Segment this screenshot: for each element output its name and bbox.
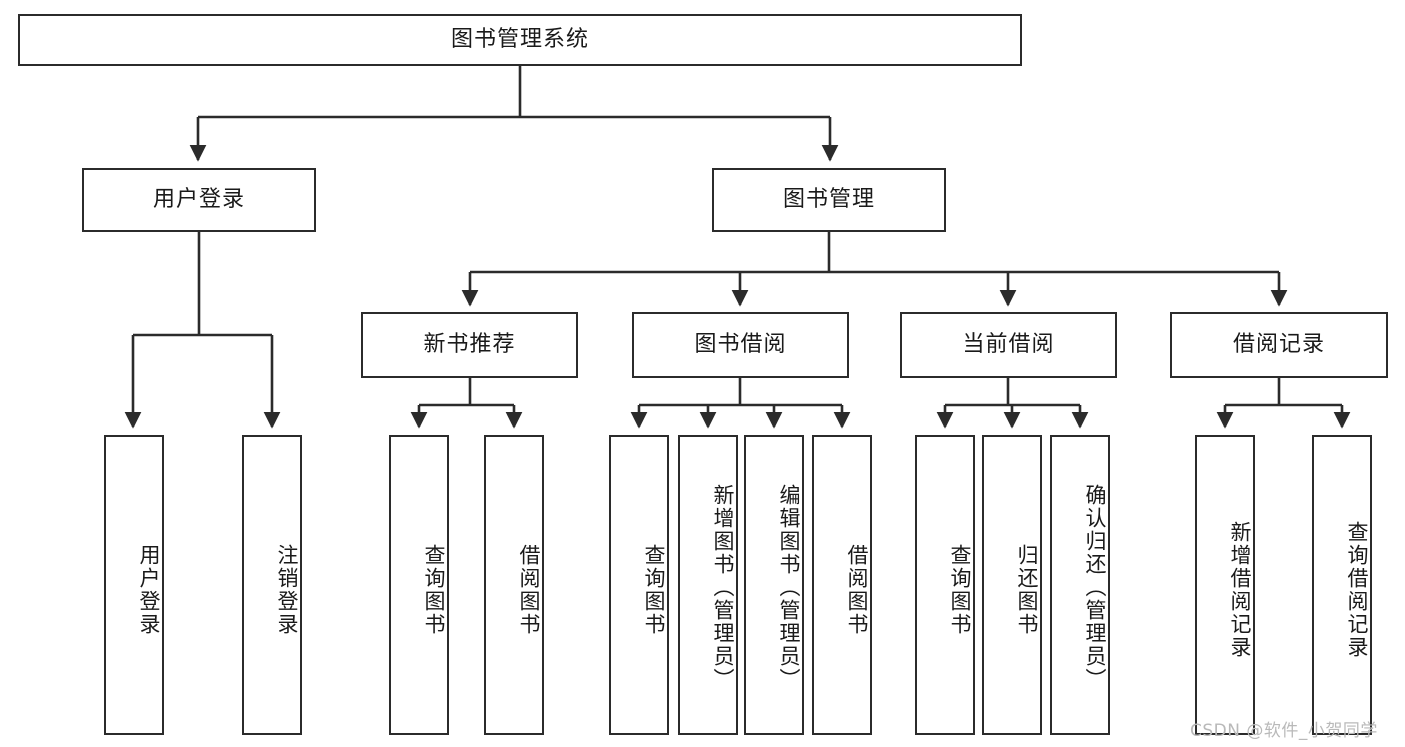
node-leaf-borrow-book[interactable]: 借阅图书 (812, 435, 872, 735)
node-label: 图书借阅 (694, 331, 787, 357)
node-leaf-query-borrow-record[interactable]: 查询借阅记录 (1312, 435, 1372, 735)
node-label: 图书管理 (782, 186, 875, 212)
node-book-borrow[interactable]: 图书借阅 (632, 312, 849, 378)
node-label: 新增图书（管理员） (711, 483, 735, 691)
node-label: 查询借阅记录 (1345, 521, 1369, 659)
node-label: 借阅记录 (1232, 331, 1325, 357)
node-label: 新增借阅记录 (1228, 521, 1252, 659)
node-label: 确认归还（管理员） (1083, 483, 1107, 691)
node-leaf-confirm-return-admin[interactable]: 确认归还（管理员） (1050, 435, 1110, 735)
node-label: 借阅图书 (845, 544, 869, 636)
node-label: 新书推荐 (423, 331, 516, 357)
node-label: 查询图书 (948, 544, 972, 636)
node-label: 编辑图书（管理员） (777, 483, 801, 691)
node-user-login[interactable]: 用户登录 (82, 168, 316, 232)
node-label: 注销登录 (275, 544, 299, 636)
node-label: 用户登录 (152, 186, 245, 212)
node-label: 借阅图书 (517, 544, 541, 636)
node-leaf-query-book-borrow[interactable]: 查询图书 (609, 435, 669, 735)
node-label: 当前借阅 (962, 331, 1055, 357)
node-leaf-user-login[interactable]: 用户登录 (104, 435, 164, 735)
node-leaf-logout[interactable]: 注销登录 (242, 435, 302, 735)
node-label: 用户登录 (137, 544, 161, 636)
node-current-borrow[interactable]: 当前借阅 (900, 312, 1117, 378)
node-borrow-record[interactable]: 借阅记录 (1170, 312, 1388, 378)
node-label: 归还图书 (1015, 544, 1039, 636)
node-leaf-borrow-book-recommend[interactable]: 借阅图书 (484, 435, 544, 735)
node-label: 查询图书 (422, 544, 446, 636)
node-leaf-query-book-current[interactable]: 查询图书 (915, 435, 975, 735)
node-book-management[interactable]: 图书管理 (712, 168, 946, 232)
node-leaf-add-book-admin[interactable]: 新增图书（管理员） (678, 435, 738, 735)
node-leaf-add-borrow-record[interactable]: 新增借阅记录 (1195, 435, 1255, 735)
node-leaf-edit-book-admin[interactable]: 编辑图书（管理员） (744, 435, 804, 735)
node-new-book-recommend[interactable]: 新书推荐 (361, 312, 578, 378)
node-leaf-query-book-recommend[interactable]: 查询图书 (389, 435, 449, 735)
node-root-book-management-system[interactable]: 图书管理系统 (18, 14, 1022, 66)
node-label: 图书管理系统 (450, 26, 589, 52)
node-label: 查询图书 (642, 544, 666, 636)
csdn-watermark: CSDN @软件_小贺同学 (1190, 721, 1378, 741)
node-leaf-return-book[interactable]: 归还图书 (982, 435, 1042, 735)
